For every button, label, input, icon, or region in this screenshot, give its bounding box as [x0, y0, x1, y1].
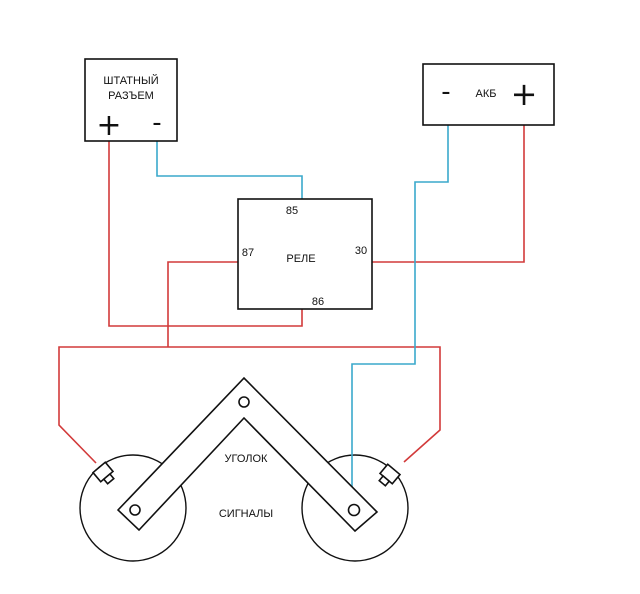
horns-label: СИГНАЛЫ	[219, 508, 273, 520]
wire-battery-plus-to-relay-30	[372, 125, 525, 263]
battery-box	[422, 63, 555, 126]
stock-connector-title-line1: ШТАТНЫЙ	[103, 74, 158, 87]
relay-title: РЕЛЕ	[286, 253, 315, 265]
right-horn-terminal	[378, 463, 402, 487]
bracket	[116, 376, 379, 533]
relay-pin-87: 87	[242, 247, 254, 259]
wire-horn-bus	[58, 346, 441, 464]
stock-connector-plus-sign: +	[96, 108, 121, 143]
relay-pin-86: 86	[312, 296, 324, 308]
bracket-top-hole	[238, 396, 250, 408]
wire-connector-minus-to-relay-85	[156, 141, 303, 199]
stock-connector-box	[84, 58, 178, 142]
stock-connector-minus-sign: -	[152, 108, 161, 138]
battery-title: АКБ	[476, 88, 497, 100]
bracket-left-hole	[129, 504, 141, 516]
bracket-label: УГОЛОК	[225, 453, 269, 465]
bracket-right-hole	[347, 503, 361, 517]
battery-minus-sign: -	[441, 77, 450, 107]
stock-connector-title-line2: РАЗЪЕМ	[108, 90, 154, 102]
relay-box	[237, 198, 373, 310]
wire-battery-minus-to-bracket	[351, 125, 449, 508]
relay-pin-30: 30	[355, 245, 367, 257]
wire-relay-87-to-horn-bus	[167, 261, 238, 347]
relay-pin-85: 85	[286, 205, 298, 217]
left-horn-terminal	[91, 461, 115, 485]
wire-connector-plus-to-relay-86	[108, 141, 303, 327]
battery-plus-sign: +	[511, 75, 538, 113]
